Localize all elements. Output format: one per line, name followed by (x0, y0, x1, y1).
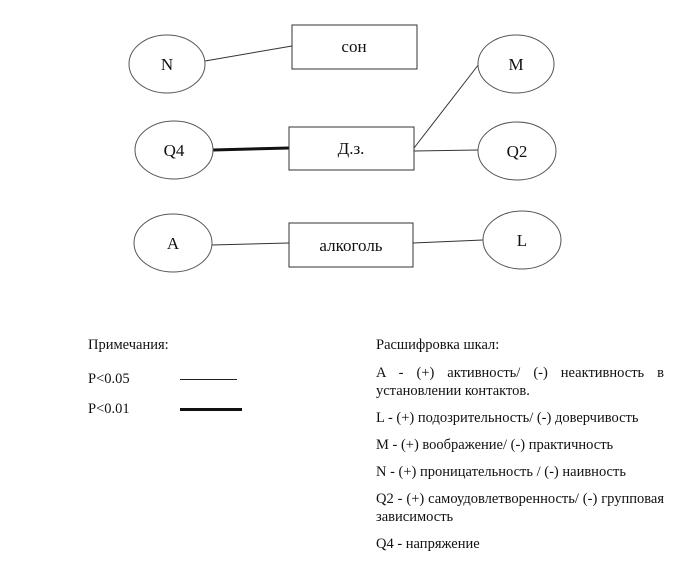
factor-label: N (161, 55, 173, 74)
link-a-alcohol (211, 242, 290, 246)
legend-thin-line (180, 378, 237, 380)
decode-item-q2: Q2 - (+) самоудовлетворенность/ (-) груп… (376, 491, 664, 525)
link-n-son (204, 45, 293, 62)
factor-label: Q2 (507, 142, 528, 161)
link-l-alcohol (412, 239, 484, 244)
factor-node-q4: Q4 (134, 120, 214, 180)
decode-item-n: N - (+) проницательность / (-) наивность (376, 464, 626, 480)
decode-item-l: L - (+) подозрительность/ (-) доверчивос… (376, 410, 639, 426)
decode-title: Расшифровка шкал: (376, 337, 500, 353)
variable-label: сон (341, 37, 366, 56)
factor-node-a: A (133, 213, 213, 273)
variable-label: алкоголь (319, 236, 382, 255)
scale-decode-block: Расшифровка шкал: A - (+) активность/ (-… (376, 336, 664, 562)
link-q2-dz (413, 149, 479, 152)
factor-label: A (167, 234, 180, 253)
legend-label: P<0.01 (88, 400, 130, 417)
decode-item-a: A - (+) активность/ (-) неактивность в у… (376, 365, 664, 399)
factor-node-l: L (482, 210, 562, 270)
decode-item-q4: Q4 - напряжение (376, 536, 480, 552)
link-m-dz (413, 63, 480, 149)
link-q4-dz (212, 146, 290, 152)
factor-node-m: M (477, 34, 555, 94)
variable-box-dz: Д.з. (288, 126, 415, 171)
legend-row-thick: P<0.01 (88, 400, 348, 418)
legend-label: P<0.05 (88, 370, 130, 387)
variable-box-alcohol: алкоголь (288, 222, 414, 268)
variable-label: Д.з. (338, 139, 365, 158)
factor-label: L (517, 231, 527, 250)
notes-title: Примечания: (88, 337, 169, 353)
factor-label: Q4 (164, 141, 185, 160)
decode-item-m: M - (+) воображение/ (-) практичность (376, 437, 614, 453)
correlation-diagram: N M Q4 Q2 A L сон Д.з. алкоголь (128, 24, 562, 273)
factor-node-n: N (128, 34, 206, 94)
legend-row-thin: P<0.05 (88, 370, 348, 388)
legend-thick-line (180, 407, 242, 411)
factor-node-q2: Q2 (477, 121, 557, 181)
variable-box-son: сон (291, 24, 418, 70)
notes-block: Примечания: P<0.05 P<0.01 (88, 336, 348, 430)
factor-label: M (508, 55, 523, 74)
